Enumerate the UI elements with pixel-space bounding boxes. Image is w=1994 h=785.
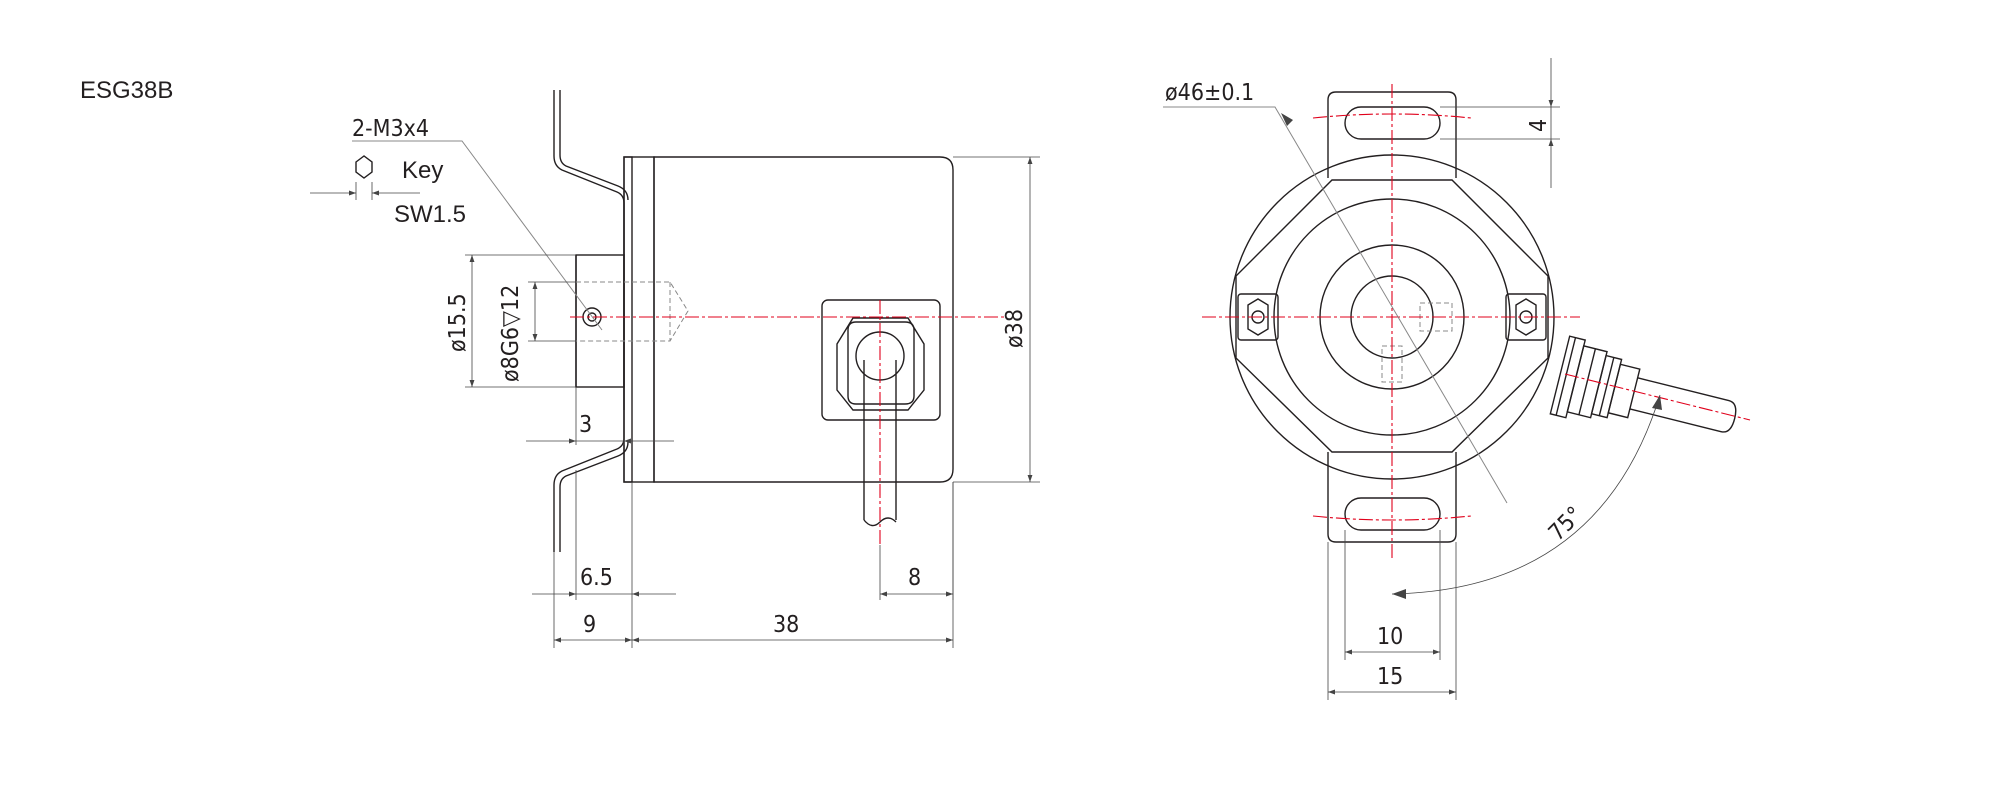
dim-flange-gap: 3 (579, 412, 592, 438)
front-cable-gland (1549, 335, 1737, 433)
dim-mount-circle: ø46±0.1 (1165, 80, 1254, 106)
dim-spring-depth: 9 (583, 612, 596, 638)
spring-plate (553, 90, 625, 552)
key-label: Key (402, 157, 443, 184)
dim-slot-outer: 15 (1377, 664, 1403, 690)
flange-outline (623, 156, 655, 483)
key-size: SW1.5 (394, 201, 466, 228)
model-title: ESG38B (80, 77, 173, 104)
screw-note: 2-M3x4 (352, 116, 429, 142)
dim-slot-height: 4 (1526, 119, 1552, 132)
screw-leader (352, 140, 603, 331)
cable (863, 360, 897, 520)
cable-gland-plate (821, 299, 941, 421)
hex-flange (1235, 179, 1549, 453)
mount-circle-leader (1163, 106, 1508, 504)
side-view: 2-M3x4 Key SW1.5 ø15.5 ø8G6▽12 ø38 3 (310, 90, 1040, 648)
front-flange (623, 156, 633, 483)
cable-centerline (1564, 373, 1751, 421)
dim-flange-diameter: ø15.5 (445, 293, 471, 352)
spring-plate-inner-bottom (559, 441, 629, 552)
dim-body-diameter: ø38 (1002, 309, 1028, 348)
dim-slot-length: 10 (1377, 624, 1403, 650)
dim-cable-angle: 75° (1544, 502, 1588, 546)
angle-arc (1391, 394, 1661, 595)
front-view: ø46±0.1 4 75° 10 15 (1163, 58, 1751, 700)
hex-key-icon (355, 155, 373, 179)
dim-shaft-hole: ø8G6▽12 (498, 285, 524, 382)
spring-plate-inner-top (559, 90, 629, 201)
hidden-bore (576, 281, 689, 342)
bottom-tab (1327, 452, 1457, 543)
encoder-body (653, 156, 954, 483)
dim-body-length: 38 (773, 612, 799, 638)
dim-cable-offset: 8 (908, 565, 921, 591)
dim-spring-offset: 6.5 (580, 565, 613, 591)
